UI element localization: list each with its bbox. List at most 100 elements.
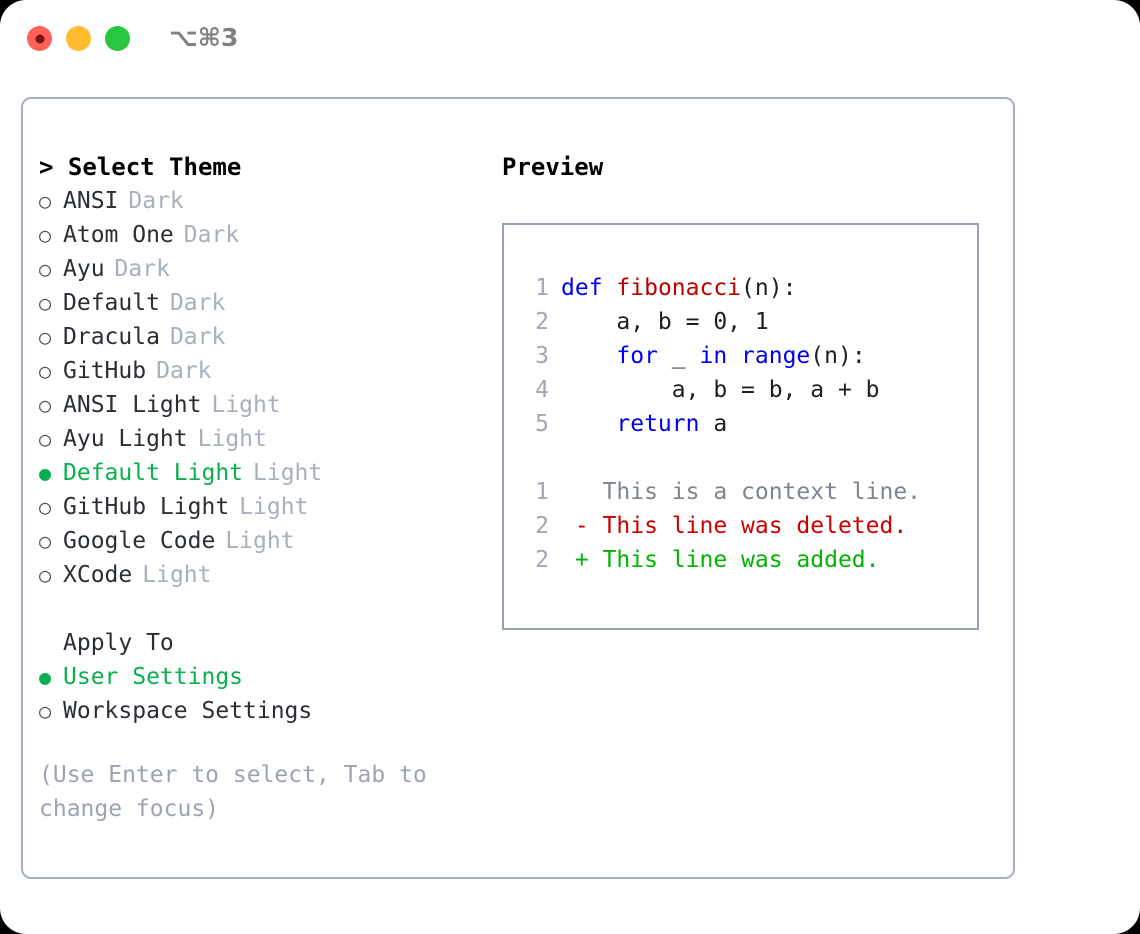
code-line: 3 for _ in range(n): xyxy=(523,339,921,373)
radio-selected-icon[interactable]: ● xyxy=(39,461,52,485)
keyboard-hint-text: (Use Enter to select, Tab to change focu… xyxy=(39,762,441,822)
apply-to-list[interactable]: ● User Settings ○ Workspace Settings xyxy=(39,660,489,728)
diff-line-text: + This line was added. xyxy=(561,547,880,573)
theme-name-label: XCode xyxy=(63,562,133,588)
radio-unselected-icon[interactable]: ○ xyxy=(39,291,52,315)
theme-name-label: Ayu Light xyxy=(63,426,188,452)
diff-line-number: 2 xyxy=(535,547,549,573)
code-token xyxy=(603,275,617,301)
theme-list-item[interactable]: ○ Ayu Dark xyxy=(39,252,489,286)
minimize-window-button[interactable] xyxy=(66,26,91,51)
theme-variant-tag: Light xyxy=(211,392,281,418)
code-line: 1 def fibonacci(n): xyxy=(523,271,921,305)
close-window-button[interactable] xyxy=(27,26,52,51)
code-line: 4 a, b = b, a + b xyxy=(523,373,921,407)
apply-to-item[interactable]: ● User Settings xyxy=(39,660,489,694)
diff-line: 2 + This line was added. xyxy=(523,543,921,577)
radio-unselected-icon[interactable]: ○ xyxy=(39,529,52,553)
code-token: def xyxy=(561,275,603,301)
code-line-text: for _ in range(n): xyxy=(561,339,866,373)
theme-list-item[interactable]: ○ Atom One Dark xyxy=(39,218,489,252)
code-token: return xyxy=(616,411,700,437)
diff-line-number: 2 xyxy=(535,513,549,539)
theme-name-label: Default Light xyxy=(63,460,244,486)
code-diff-separator xyxy=(523,441,921,475)
apply-to-label: Workspace Settings xyxy=(63,698,313,724)
code-token: (n): xyxy=(810,343,866,369)
theme-name-label: Atom One xyxy=(63,222,174,248)
theme-variant-tag: Dark xyxy=(156,358,212,384)
title-bar: ⌥⌘3 xyxy=(0,0,1140,78)
code-line-text: def fibonacci(n): xyxy=(561,271,796,305)
theme-variant-tag: Dark xyxy=(183,222,240,248)
theme-variant-tag: Light xyxy=(253,460,323,486)
theme-list-item[interactable]: ○ Dracula Dark xyxy=(39,320,489,354)
diff-line: 1 This is a context line. xyxy=(523,475,921,509)
theme-name-label: Default xyxy=(63,290,160,316)
diff-line: 2 - This line was deleted. xyxy=(523,509,921,543)
theme-variant-tag: Dark xyxy=(114,256,170,282)
code-token: (n): xyxy=(741,275,797,301)
traffic-lights xyxy=(27,26,130,51)
theme-name-label: Google Code xyxy=(63,528,216,554)
code-token: a xyxy=(699,411,728,437)
code-token xyxy=(561,343,616,369)
theme-list-item[interactable]: ○ Ayu Light Light xyxy=(39,422,489,456)
diff-line-text: - This line was deleted. xyxy=(561,513,908,539)
radio-unselected-icon[interactable]: ○ xyxy=(39,427,52,451)
code-line: 2 a, b = 0, 1 xyxy=(523,305,921,339)
radio-unselected-icon[interactable]: ○ xyxy=(39,189,52,213)
apply-to-header: Apply To xyxy=(63,630,174,656)
code-line-text: a, b = 0, 1 xyxy=(561,305,768,339)
radio-unselected-icon[interactable]: ○ xyxy=(39,563,52,587)
maximize-window-button[interactable] xyxy=(105,26,130,51)
keyboard-shortcut-label: ⌥⌘3 xyxy=(169,23,239,52)
preview-header: Preview xyxy=(502,153,604,181)
theme-variant-tag: Dark xyxy=(169,290,226,316)
theme-name-label: Ayu xyxy=(63,256,105,282)
code-token: range xyxy=(741,343,811,369)
code-line-number: 2 xyxy=(535,309,549,335)
radio-unselected-icon[interactable]: ○ xyxy=(39,393,52,417)
radio-unselected-icon[interactable]: ○ xyxy=(39,359,52,383)
code-token: a, b = b, a + b xyxy=(561,377,880,403)
radio-unselected-icon[interactable]: ○ xyxy=(39,325,52,349)
radio-unselected-icon[interactable]: ○ xyxy=(39,257,52,281)
radio-unselected-icon[interactable]: ○ xyxy=(39,223,52,247)
theme-list-item[interactable]: ○ Default Dark xyxy=(39,286,489,320)
theme-variant-tag: Dark xyxy=(128,188,184,214)
code-line-text: a, b = b, a + b xyxy=(561,373,880,407)
code-token: for xyxy=(616,343,658,369)
theme-list-item[interactable]: ● Default Light Light xyxy=(39,456,489,490)
theme-variant-tag: Light xyxy=(225,528,295,554)
theme-variant-tag: Light xyxy=(197,426,267,452)
code-token: in xyxy=(699,343,728,369)
code-line-number: 3 xyxy=(535,343,549,369)
code-token xyxy=(561,411,616,437)
code-line-number: 1 xyxy=(535,275,549,301)
theme-name-label: Dracula xyxy=(63,324,160,350)
radio-unselected-icon[interactable]: ○ xyxy=(39,495,52,519)
apply-to-item[interactable]: ○ Workspace Settings xyxy=(39,694,489,728)
theme-list-item[interactable]: ○ Google Code Light xyxy=(39,524,489,558)
apply-to-label: User Settings xyxy=(63,664,244,690)
theme-variant-tag: Light xyxy=(239,494,309,520)
code-token xyxy=(727,343,741,369)
radio-selected-icon[interactable]: ● xyxy=(39,665,52,689)
code-line-text: return a xyxy=(561,407,727,441)
code-token: _ xyxy=(657,343,700,369)
theme-variant-tag: Light xyxy=(142,562,212,588)
theme-variant-tag: Dark xyxy=(169,324,226,350)
theme-list-item[interactable]: ○ XCode Light xyxy=(39,558,489,592)
radio-unselected-icon[interactable]: ○ xyxy=(39,699,52,723)
